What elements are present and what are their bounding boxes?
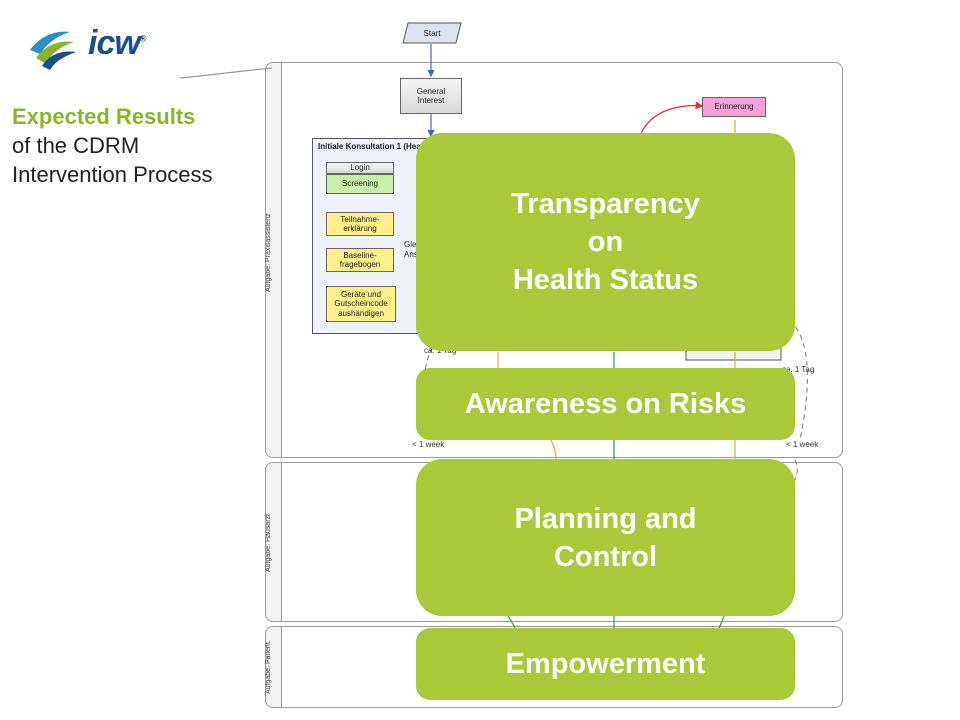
intro-highlight: Expected Results: [12, 104, 196, 129]
side-note: Gle Ans: [404, 240, 418, 259]
baseline-node: Baseline- fragebogen: [326, 248, 394, 272]
time-label-week-right: < 1 week: [786, 440, 819, 449]
intro-text: Expected Results of the CDRM Interventio…: [12, 102, 213, 189]
start-node: Start: [402, 22, 462, 44]
geraete-node: Geräte und Gutscheincode aushändigen: [326, 286, 396, 322]
teilnahme-node: Teilnahme- erklärung: [326, 212, 394, 236]
intro-line-2: of the CDRM: [12, 133, 140, 158]
general-interest-node: General Interest: [400, 78, 462, 114]
time-label-ca-tag-right: ca. 1 Tag: [782, 365, 815, 374]
screening-node: Screening: [326, 174, 394, 194]
result-planning: Planning and Control: [416, 459, 795, 616]
konsultation-title: Initiale Konsultation 1 (Heal: [318, 142, 423, 151]
intro-line-3: Intervention Process: [12, 162, 213, 187]
result-awareness: Awareness on Risks: [416, 368, 795, 440]
logo-swoosh-icon: [30, 31, 76, 70]
icw-logo: icw®: [26, 14, 146, 70]
result-transparency: Transparency on Health Status: [416, 133, 795, 351]
logo-wordmark: icw®: [88, 24, 146, 62]
login-node: Login: [326, 162, 394, 174]
time-label-week-left: < 1 week: [412, 440, 445, 449]
result-empowerment: Empowerment: [416, 628, 795, 700]
erinnerung-node: Erinnerung: [702, 97, 766, 117]
